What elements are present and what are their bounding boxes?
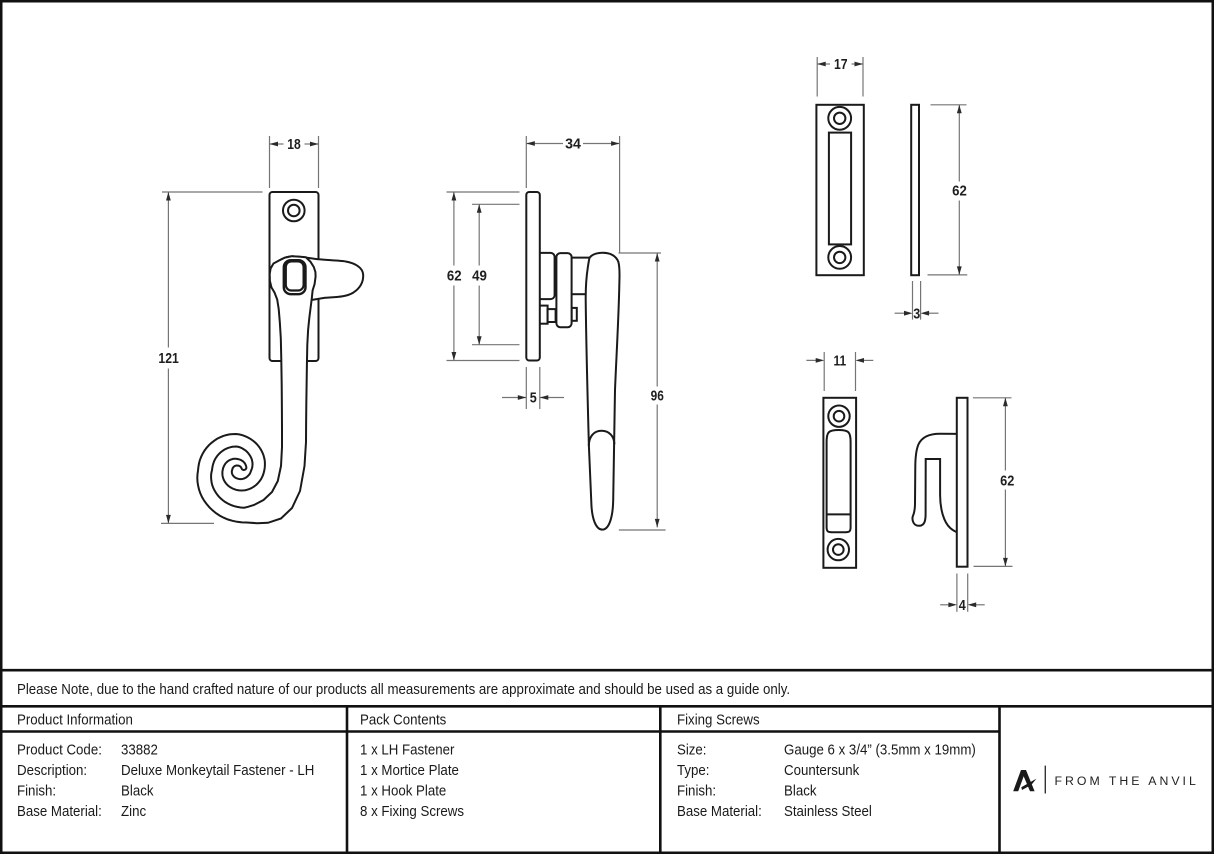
svg-text:Type:: Type: xyxy=(677,762,710,779)
svg-text:121: 121 xyxy=(158,351,178,367)
svg-text:18: 18 xyxy=(287,137,301,153)
svg-text:Fixing Screws: Fixing Screws xyxy=(677,711,760,728)
svg-text:Base Material:: Base Material: xyxy=(677,803,762,820)
svg-text:96: 96 xyxy=(651,388,664,404)
svg-text:Size:: Size: xyxy=(677,742,707,759)
svg-text:62: 62 xyxy=(1000,473,1014,489)
svg-text:Zinc: Zinc xyxy=(121,803,147,820)
svg-text:1 x Hook Plate: 1 x Hook Plate xyxy=(360,783,446,800)
svg-text:Finish:: Finish: xyxy=(677,783,716,800)
svg-text:Pack Contents: Pack Contents xyxy=(360,711,446,728)
svg-text:1 x LH Fastener: 1 x LH Fastener xyxy=(360,742,454,759)
svg-text:5: 5 xyxy=(530,390,537,406)
svg-text:Product Information: Product Information xyxy=(17,711,133,728)
svg-text:33882: 33882 xyxy=(121,742,158,759)
svg-text:4: 4 xyxy=(959,598,966,614)
svg-text:8 x Fixing Screws: 8 x Fixing Screws xyxy=(360,803,464,820)
svg-text:Finish:: Finish: xyxy=(17,783,56,800)
svg-text:Description:: Description: xyxy=(17,762,87,779)
svg-text:62: 62 xyxy=(447,269,462,285)
svg-text:Gauge 6 x 3/4” (3.5mm x 19mm): Gauge 6 x 3/4” (3.5mm x 19mm) xyxy=(784,742,976,759)
svg-text:Black: Black xyxy=(784,783,817,800)
svg-text:62: 62 xyxy=(952,184,967,200)
svg-text:Deluxe Monkeytail Fastener - L: Deluxe Monkeytail Fastener - LH xyxy=(121,762,314,779)
svg-text:17: 17 xyxy=(834,57,848,73)
svg-text:49: 49 xyxy=(472,269,487,285)
svg-text:11: 11 xyxy=(833,353,846,369)
svg-text:Black: Black xyxy=(121,783,154,800)
svg-text:Countersunk: Countersunk xyxy=(784,762,860,779)
svg-text:FROM THE ANVIL: FROM THE ANVIL xyxy=(1055,774,1200,788)
svg-text:Stainless Steel: Stainless Steel xyxy=(784,803,872,820)
svg-text:1 x Mortice Plate: 1 x Mortice Plate xyxy=(360,762,459,779)
svg-text:Product Code:: Product Code: xyxy=(17,742,102,759)
svg-text:Please Note, due to the hand c: Please Note, due to the hand crafted nat… xyxy=(17,681,790,698)
svg-text:3: 3 xyxy=(913,306,920,322)
svg-text:34: 34 xyxy=(565,136,581,152)
svg-text:Base Material:: Base Material: xyxy=(17,803,102,820)
